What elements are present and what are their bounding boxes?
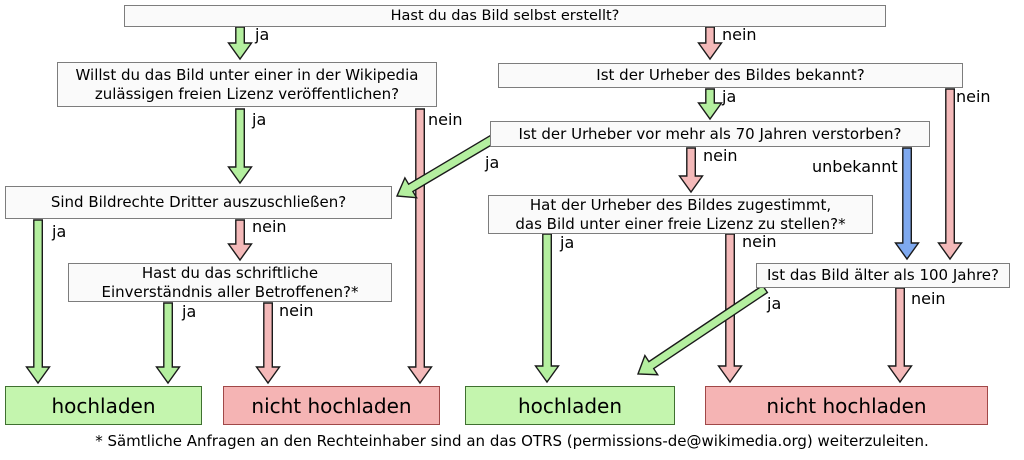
arrow-q2-r2-nein xyxy=(407,108,433,385)
edge-label-e4: nein xyxy=(428,110,463,129)
arrow-q5-r1-ja xyxy=(25,219,51,385)
edge-label-e13: nein xyxy=(279,301,314,320)
result-nicht-hochladen-right: nicht hochladen xyxy=(705,386,988,425)
question-urheber-bekannt: Ist der Urheber des Bildes bekannt? xyxy=(498,63,963,88)
edge-label-e2: nein xyxy=(722,25,757,44)
question-urheber-zugestimmt: Hat der Urheber des Bildes zugestimmt, d… xyxy=(488,195,873,234)
edge-label-e15: nein xyxy=(742,232,777,251)
question-bild-100-jahre: Ist das Bild älter als 100 Jahre? xyxy=(756,263,1010,288)
edge-label-e10: ja xyxy=(51,222,66,241)
edge-label-e1: ja xyxy=(254,25,269,44)
arrow-q8-r4-nein xyxy=(887,287,913,384)
edge-label-e14: ja xyxy=(559,233,574,252)
edge-label-e16: ja xyxy=(766,294,781,313)
edge-label-e6: nein xyxy=(956,87,991,106)
edge-label-e12: ja xyxy=(181,302,196,321)
edge-label-e17: nein xyxy=(911,289,946,308)
arrow-q3-q8-nein xyxy=(937,88,963,261)
result-nicht-hochladen-left: nicht hochladen xyxy=(223,386,440,425)
arrow-q5-q6-nein xyxy=(227,219,253,262)
edge-label-e11: nein xyxy=(252,217,287,236)
arrow-q2-q5-ja xyxy=(227,108,253,185)
edge-label-e3: ja xyxy=(251,110,266,129)
edge-label-e5: ja xyxy=(721,87,736,106)
question-selbst-erstellt: Hast du das Bild selbst erstellt? xyxy=(124,5,886,27)
question-schriftliches-einverstaendnis: Hast du das schriftliche Einverständnis … xyxy=(68,263,392,302)
arrow-q3-q4-ja xyxy=(697,88,723,121)
edge-label-e8: nein xyxy=(703,146,738,165)
edge-label-e9: unbekannt xyxy=(812,157,898,176)
footnote-otrs: * Sämtliche Anfragen an den Rechteinhabe… xyxy=(95,432,929,450)
arrow-q4-q5-ja xyxy=(395,134,497,199)
arrow-q6-r1-ja xyxy=(155,302,181,385)
arrow-q6-r2-nein xyxy=(255,302,281,385)
question-bildrechte-dritter: Sind Bildrechte Dritter auszuschließen? xyxy=(5,186,392,219)
result-hochladen-right: hochladen xyxy=(465,386,675,425)
arrow-q1-q2-ja xyxy=(227,26,253,61)
arrow-q4-q7-nein xyxy=(678,147,704,194)
arrow-q4-q8-unbekannt xyxy=(894,147,920,261)
result-hochladen-left: hochladen xyxy=(5,386,202,425)
arrow-q7-r3-ja xyxy=(534,233,560,384)
question-freie-lizenz: Willst du das Bild unter einer in der Wi… xyxy=(57,62,437,107)
arrow-q1-q3-nein xyxy=(697,26,723,61)
question-urheber-70-jahre: Ist der Urheber vor mehr als 70 Jahren v… xyxy=(490,121,930,147)
arrow-q8-r3-ja xyxy=(637,284,769,376)
edge-label-e7: ja xyxy=(484,153,499,172)
